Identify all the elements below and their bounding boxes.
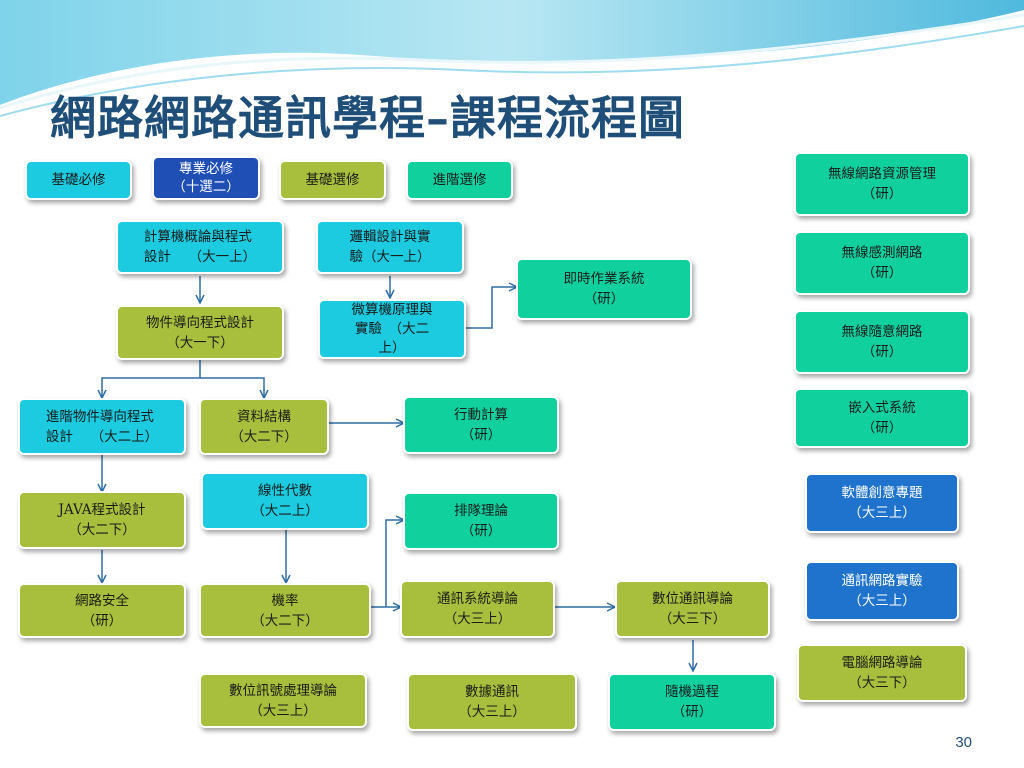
course-wireless-adhoc-label: 無線隨意網路 （研） <box>841 324 923 360</box>
course-embedded-label: 嵌入式系統 （研） <box>848 400 916 436</box>
course-linear-algebra: 線性代數 （大二上） <box>201 472 369 530</box>
arrow-oop-branch-right <box>200 377 264 397</box>
course-data-comm: 數據通訊 （大三上） <box>407 673 577 731</box>
course-computer-networks-label: 電腦網路導論 （大三下） <box>841 655 923 691</box>
course-data-structures-label: 資料結構 （大二下） <box>230 408 298 445</box>
legend-advanced-elective: 進階選修 <box>406 160 513 200</box>
legend-basic-required-label: 基礎必修 <box>51 172 106 188</box>
arrow-oop-branch-left <box>102 360 201 397</box>
course-wireless-sensor-label: 無線感測網路 （研） <box>841 245 923 281</box>
course-mobile-computing-label: 行動計算 （研） <box>454 407 508 443</box>
legend-basic-required: 基礎必修 <box>25 160 132 200</box>
course-network-lab-label: 通訊網路實驗 （大三上） <box>841 573 923 609</box>
course-java: JAVA程式設計 （大二下） <box>18 491 186 549</box>
course-logic-design: 邏輯設計與實 驗（大一上） <box>316 220 464 274</box>
course-probability-label: 機率 （大二下） <box>251 592 319 629</box>
course-linear-algebra-label: 線性代數 （大二上） <box>251 483 319 519</box>
legend-major-required-label: 專業必修 （十選二） <box>172 161 240 195</box>
course-comm-systems: 通訊系統導論 （大三上） <box>400 580 555 638</box>
course-realtime-os: 即時作業系統 （研） <box>516 258 692 320</box>
course-java-label: JAVA程式設計 （大二下） <box>58 502 146 538</box>
course-network-security-label: 網路安全 （研） <box>75 592 129 629</box>
course-embedded: 嵌入式系統 （研） <box>794 388 970 448</box>
course-network-security: 網路安全 （研） <box>18 583 186 638</box>
course-queueing-label: 排隊理論 （研） <box>454 503 508 539</box>
course-random-process: 隨機過程 （研） <box>608 673 776 731</box>
course-oop: 物件導向程式設計 （大一下） <box>116 305 284 360</box>
course-probability: 機率 （大二下） <box>199 583 371 638</box>
course-mobile-computing: 行動計算 （研） <box>403 396 559 454</box>
course-wireless-resource-label: 無線網路資源管理 （研） <box>828 166 936 202</box>
course-logic-design-label: 邏輯設計與實 驗（大一上） <box>349 229 431 265</box>
course-wireless-resource: 無線網路資源管理 （研） <box>794 152 970 216</box>
course-dsp: 數位訊號處理導論 （大三上） <box>199 673 367 728</box>
header-wave-decoration <box>0 0 1024 117</box>
arrow-micro-to-rtos <box>465 287 516 329</box>
legend-basic-elective: 基礎選修 <box>279 160 386 200</box>
course-realtime-os-label: 即時作業系統 （研） <box>563 271 645 307</box>
course-software-project-label: 軟體創意專題 （大三上） <box>841 485 923 521</box>
course-oop-label: 物件導向程式設計 （大一下） <box>146 314 254 351</box>
course-advanced-oop: 進階物件導向程式 設計 （大二上） <box>18 398 186 455</box>
course-digital-comm: 數位通訊導論 （大三下） <box>615 580 770 638</box>
course-microcomputer: 微算機原理與 實驗 （大二 上） <box>318 299 466 359</box>
course-intro-programming-label: 計算機概論與程式 設計 （大一上） <box>143 229 257 265</box>
course-wireless-adhoc: 無線隨意網路 （研） <box>794 310 970 374</box>
legend-basic-elective-label: 基礎選修 <box>305 172 360 188</box>
course-comm-systems-label: 通訊系統導論 （大三上） <box>437 591 518 627</box>
legend-advanced-elective-label: 進階選修 <box>432 172 487 188</box>
legend-major-required: 專業必修 （十選二） <box>152 156 260 200</box>
course-microcomputer-label: 微算機原理與 實驗 （大二 上） <box>351 301 433 356</box>
course-wireless-sensor: 無線感測網路 （研） <box>794 231 970 295</box>
course-data-comm-label: 數據通訊 （大三上） <box>458 684 526 720</box>
course-random-process-label: 隨機過程 （研） <box>665 684 719 720</box>
course-data-structures: 資料結構 （大二下） <box>199 398 329 455</box>
course-advanced-oop-label: 進階物件導向程式 設計 （大二上） <box>45 408 159 445</box>
course-software-project: 軟體創意專題 （大三上） <box>805 473 959 533</box>
course-intro-programming: 計算機概論與程式 設計 （大一上） <box>116 220 284 274</box>
course-dsp-label: 數位訊號處理導論 （大三上） <box>229 682 337 719</box>
course-computer-networks: 電腦網路導論 （大三下） <box>797 644 967 702</box>
course-network-lab: 通訊網路實驗 （大三上） <box>805 561 959 621</box>
page-number: 30 <box>955 734 972 751</box>
course-digital-comm-label: 數位通訊導論 （大三下） <box>652 591 733 627</box>
course-queueing: 排隊理論 （研） <box>403 492 559 550</box>
slide-title: 網路網路通訊學程–課程流程圖 <box>50 91 685 145</box>
